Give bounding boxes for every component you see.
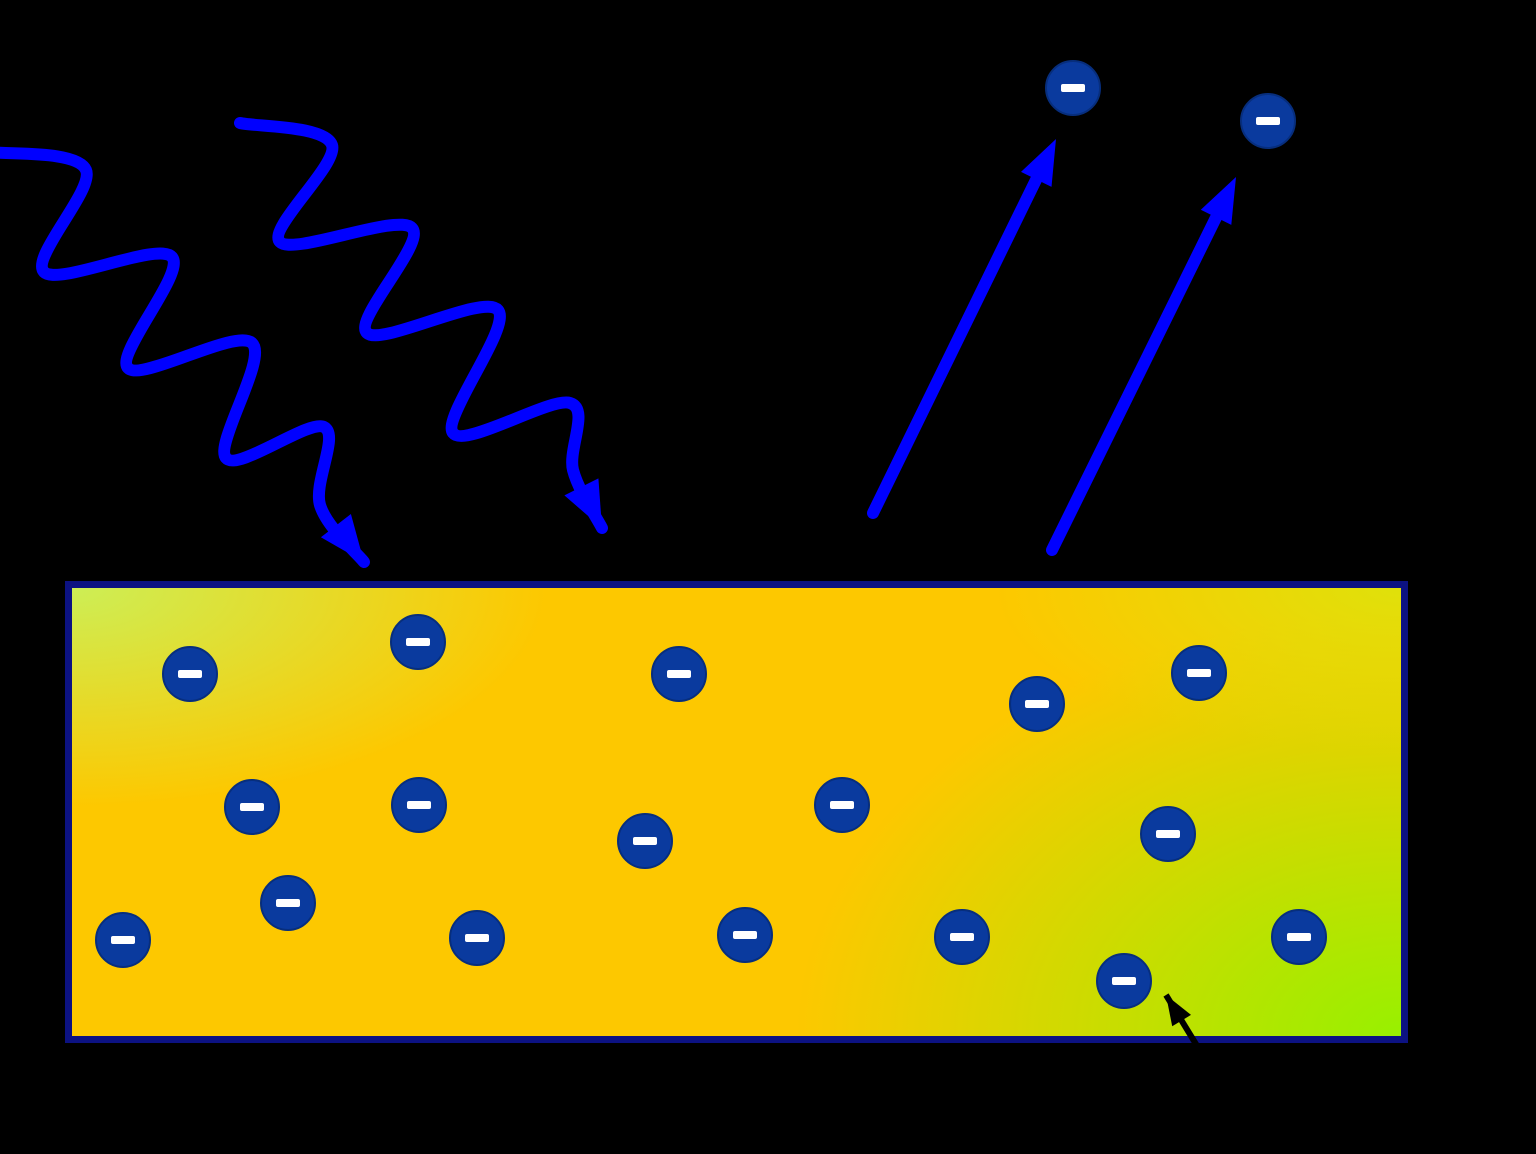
minus-symbol (830, 801, 854, 809)
electron-in-metal (390, 614, 446, 670)
minus-symbol (633, 837, 657, 845)
minus-symbol (1025, 700, 1049, 708)
electron-in-metal (224, 779, 280, 835)
minus-symbol (1287, 933, 1311, 941)
electron-in-metal (1271, 909, 1327, 965)
emitted-electron-arrow (867, 157, 1051, 519)
electron-in-metal (449, 910, 505, 966)
emitted-electron-arrowhead (1021, 139, 1056, 187)
minus-symbol (667, 670, 691, 678)
photon-wave-arrowhead (320, 514, 364, 562)
minus-symbol (276, 899, 300, 907)
minus-symbol (1187, 669, 1211, 677)
electron-in-metal (617, 813, 673, 869)
minus-symbol (733, 931, 757, 939)
electron-in-metal (391, 777, 447, 833)
minus-symbol (178, 670, 202, 678)
minus-symbol (1156, 830, 1180, 838)
electron-in-metal (1096, 953, 1152, 1009)
electron-in-metal (1140, 806, 1196, 862)
minus-symbol (407, 801, 431, 809)
electron-in-metal (814, 777, 870, 833)
electron-in-metal (260, 875, 316, 931)
electron-in-metal (95, 912, 151, 968)
electron-emitted (1045, 60, 1101, 116)
electron-in-metal (934, 909, 990, 965)
pointer-arrowhead (1166, 995, 1191, 1027)
emitted-electron-arrowhead (1200, 177, 1236, 225)
photon-wave-arrow (234, 117, 608, 534)
electron-in-metal (1009, 676, 1065, 732)
minus-symbol (240, 803, 264, 811)
minus-symbol (1061, 84, 1085, 92)
electron-in-metal (162, 646, 218, 702)
minus-symbol (406, 638, 430, 646)
electron-in-metal (717, 907, 773, 963)
photon-wave-arrow (0, 146, 370, 568)
photon-wave-arrowhead (564, 478, 602, 528)
electron-emitted (1240, 93, 1296, 149)
minus-symbol (1112, 977, 1136, 985)
minus-symbol (950, 933, 974, 941)
electron-in-metal (1171, 645, 1227, 701)
minus-symbol (1256, 117, 1280, 125)
minus-symbol (111, 936, 135, 944)
emitted-electron-arrow (1046, 195, 1231, 556)
electron-in-metal (651, 646, 707, 702)
minus-symbol (465, 934, 489, 942)
